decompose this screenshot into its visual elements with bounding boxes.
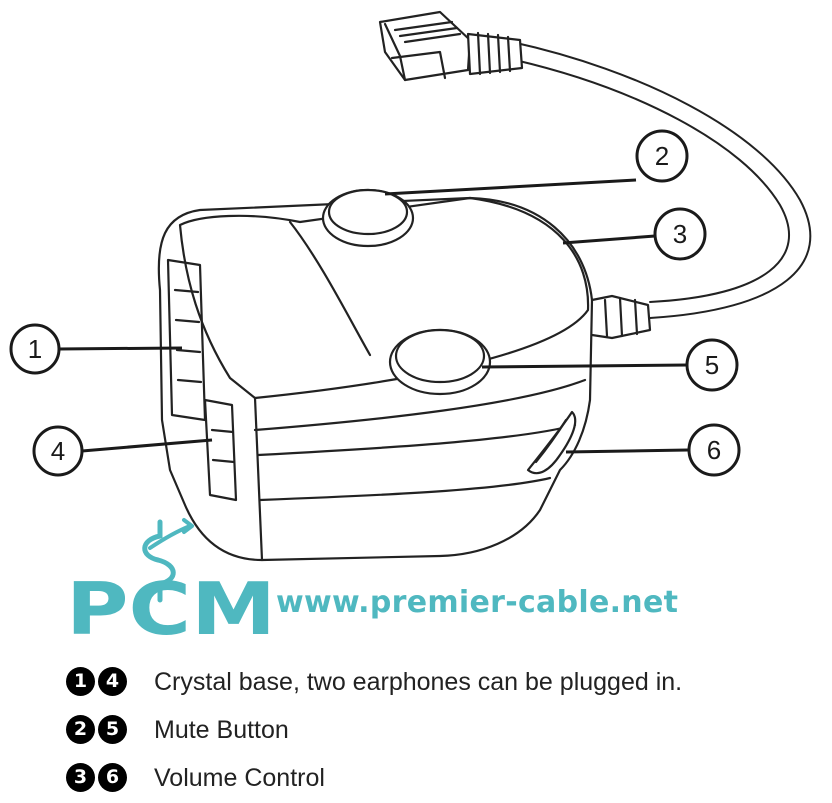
website-url: www.premier-cable.net <box>276 585 679 620</box>
mute-button-top <box>321 188 415 248</box>
callout-2: 2 <box>635 129 689 183</box>
legend-text-2: Mute Button <box>154 716 289 744</box>
leader-lines <box>57 178 689 454</box>
logo-swirl-icon <box>142 519 176 603</box>
strain-relief <box>590 294 652 340</box>
legend-row-3: 3 6 Volume Control <box>66 760 786 796</box>
volume-wheel <box>526 410 577 475</box>
callout-4-label: 4 <box>51 436 65 466</box>
cable <box>511 41 812 319</box>
mute-button-front <box>388 328 492 396</box>
callout-1-label: 1 <box>28 334 42 364</box>
callout-6-label: 6 <box>707 435 721 465</box>
callout-1: 1 <box>9 323 61 375</box>
logo-text: PCM <box>66 567 276 651</box>
device-body <box>157 196 594 562</box>
callout-5-label: 5 <box>705 350 719 380</box>
callout-2-label: 2 <box>655 141 669 171</box>
badge-6: 6 <box>98 763 127 792</box>
cable-inner <box>514 59 790 303</box>
legend-text-3: Volume Control <box>154 764 325 792</box>
badge-4: 4 <box>98 667 127 696</box>
badge-2: 2 <box>66 715 95 744</box>
rj-connector <box>378 10 524 82</box>
legend-text-1: Crystal base, two earphones can be plugg… <box>154 668 683 696</box>
badge-5: 5 <box>98 715 127 744</box>
callout-3: 3 <box>653 207 707 261</box>
callout-6: 6 <box>687 423 741 477</box>
callout-5: 5 <box>685 338 739 392</box>
badge-1: 1 <box>66 667 95 696</box>
pcm-logo: PCM <box>66 518 276 651</box>
callout-4: 4 <box>32 425 84 477</box>
legend-row-2: 2 5 Mute Button <box>66 712 786 748</box>
badge-3: 3 <box>66 763 95 792</box>
legend-row-1: 1 4 Crystal base, two earphones can be p… <box>66 664 786 700</box>
callout-3-label: 3 <box>673 219 687 249</box>
